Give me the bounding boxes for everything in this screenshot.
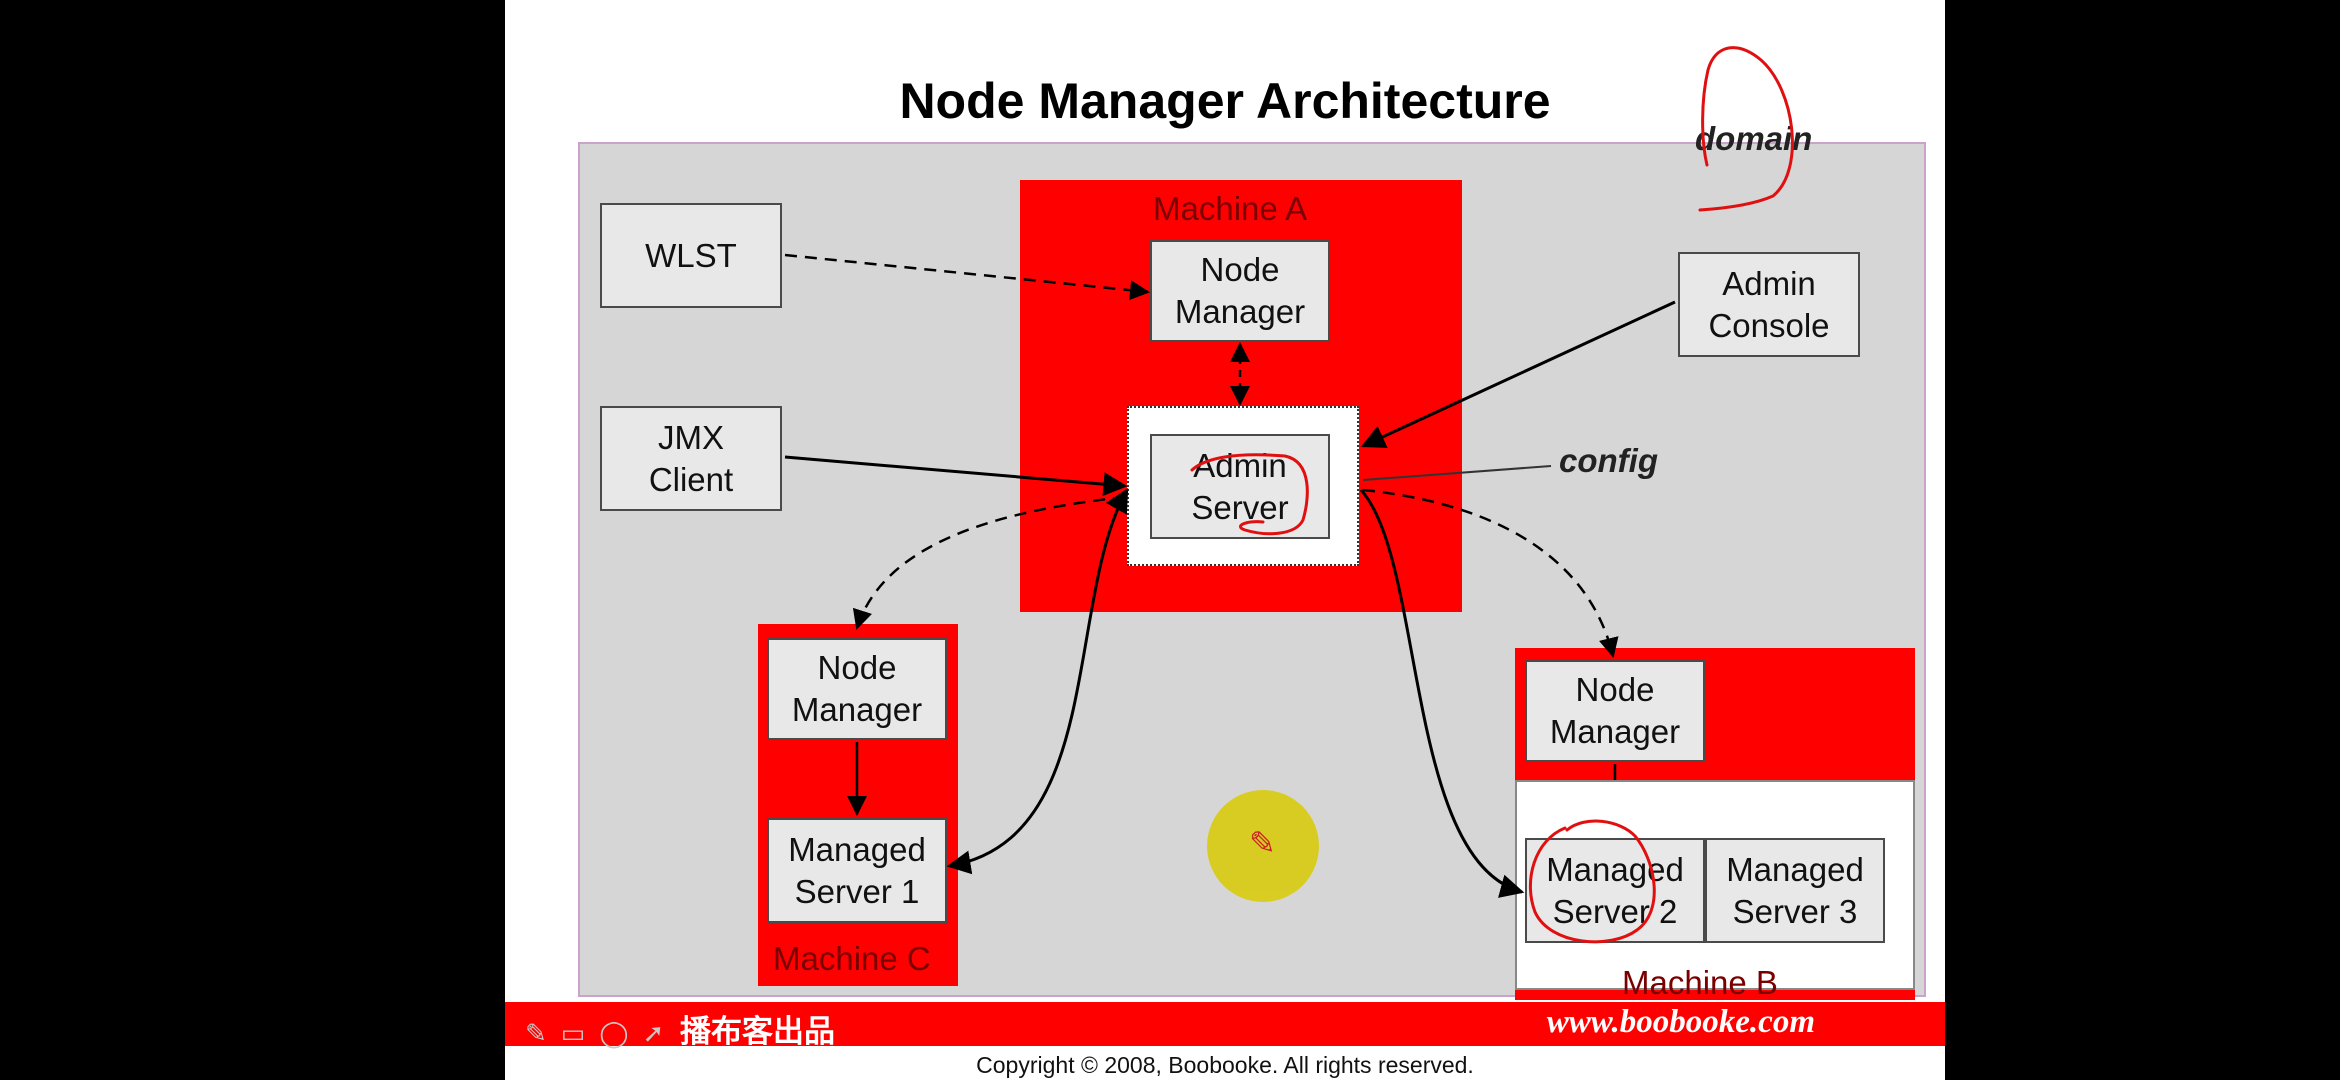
managed-server-2-box: Managed Server 2 [1525, 838, 1705, 943]
pen-icon[interactable]: ✎ [525, 1018, 561, 1048]
machine-b-label: Machine B [1622, 964, 1778, 1001]
pointer-icon[interactable]: ➚ [642, 1018, 679, 1048]
domain-annotation: domain [1695, 120, 1813, 157]
node-manager-a-box: Node Manager [1150, 240, 1330, 342]
footer-logo: 播布客出品 [680, 1014, 835, 1049]
slide: Node Manager Architecture Machine A Mach… [505, 0, 1945, 1080]
managed-server-1-box: Managed Server 1 [767, 818, 947, 923]
footer-url: www.boobooke.com [1546, 1004, 1815, 1040]
admin-console-box: Admin Console [1678, 252, 1860, 357]
whiteboard-icon[interactable]: ▭ [560, 1018, 600, 1048]
machine-c-label: Machine C [773, 940, 931, 977]
eraser-icon[interactable]: ◯ [599, 1018, 643, 1048]
copyright-text: Copyright © 2008, Boobooke. All rights r… [976, 1052, 1474, 1078]
machine-a-label: Machine A [1153, 190, 1308, 227]
admin-server-box: Admin Server [1150, 434, 1330, 539]
pen-cursor: ✎ [1207, 790, 1319, 902]
wlst-box: WLST [600, 203, 782, 308]
jmx-client-box: JMX Client [600, 406, 782, 511]
pencil-icon: ✎ [1249, 825, 1276, 861]
node-manager-b-box: Node Manager [1525, 660, 1705, 762]
presentation-toolbar: ✎▭◯➚ [525, 1018, 678, 1049]
footer-band [505, 1002, 1945, 1046]
node-manager-c-box: Node Manager [767, 638, 947, 740]
config-annotation: config [1559, 442, 1658, 479]
managed-server-3-box: Managed Server 3 [1705, 838, 1885, 943]
slide-title: Node Manager Architecture [899, 73, 1551, 129]
